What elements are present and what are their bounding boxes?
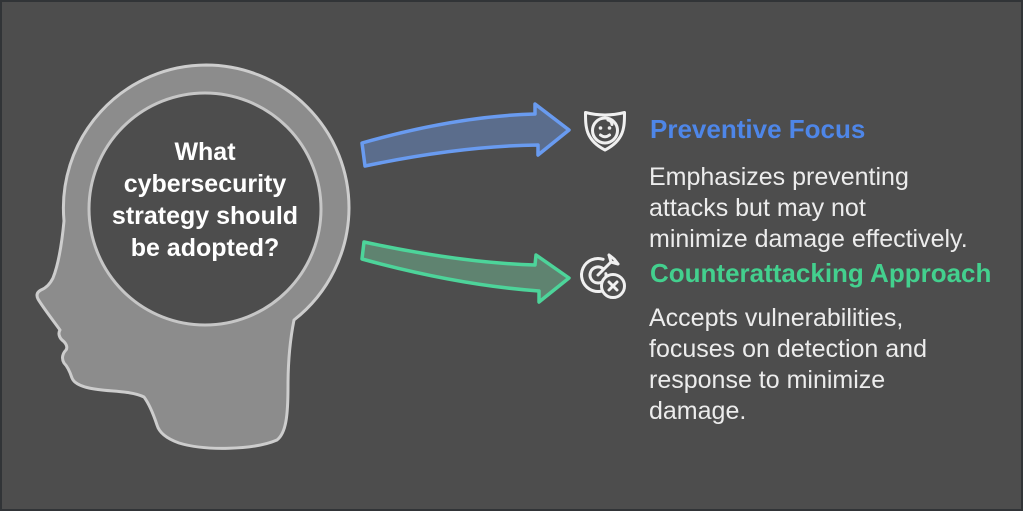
branch-description: Accepts vulnerabilities, focuses on dete… <box>649 303 927 427</box>
description-line: minimize damage effectively. <box>649 225 968 253</box>
target-arrow-x-icon <box>580 253 626 299</box>
description-line: Emphasizes preventing <box>649 163 909 191</box>
arrow-counterattacking <box>360 240 571 304</box>
branch-title: Preventive Focus <box>650 114 866 144</box>
branch-title: Counterattacking Approach <box>650 258 992 288</box>
question-text: What cybersecurity strategy should be ad… <box>87 136 323 264</box>
brain-circle <box>87 91 323 327</box>
description-line: focuses on detection and <box>649 335 927 363</box>
branch-description: Emphasizes preventing attacks but may no… <box>649 162 968 255</box>
arrow-preventive <box>360 102 571 168</box>
question-line: What <box>174 138 236 166</box>
description-line: attacks but may not <box>649 194 866 222</box>
shield-smiley-icon <box>584 111 626 152</box>
description-line: Accepts vulnerabilities, <box>649 304 904 332</box>
description-line: response to minimize <box>649 366 886 394</box>
question-line: strategy should <box>111 202 299 230</box>
description-line: damage. <box>649 397 747 425</box>
question-line: cybersecurity <box>123 170 287 198</box>
question-line: be adopted? <box>130 234 280 262</box>
